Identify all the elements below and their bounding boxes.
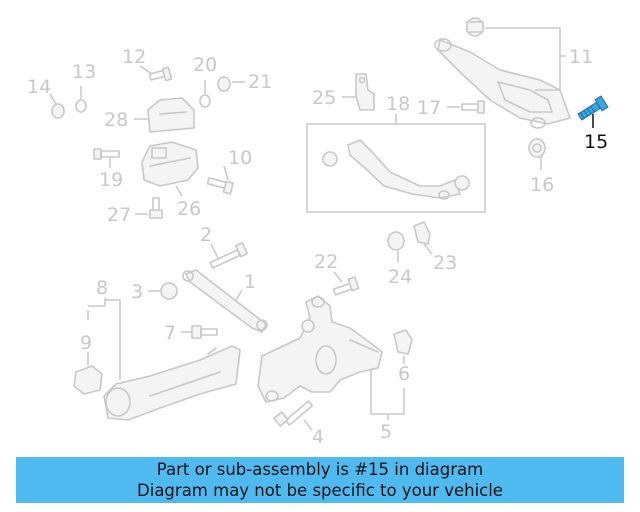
part-label-16: 16 xyxy=(530,174,554,196)
part-label-20: 20 xyxy=(193,54,217,76)
nut-14-part xyxy=(51,103,65,119)
part-label-13: 13 xyxy=(72,61,96,83)
bushing-6-part xyxy=(393,329,413,355)
part-label-8: 8 xyxy=(96,277,108,299)
part-label-24: 24 xyxy=(388,266,412,288)
part-label-3: 3 xyxy=(131,281,143,303)
trailing-arm-8-part xyxy=(103,345,241,421)
part-label-25: 25 xyxy=(312,87,336,109)
part-label-12: 12 xyxy=(122,46,146,68)
part-18-box xyxy=(306,123,486,213)
part-label-27: 27 xyxy=(107,204,131,226)
part-label-2: 2 xyxy=(200,224,212,246)
nut-21-part xyxy=(217,76,231,92)
part-label-1: 1 xyxy=(244,271,256,293)
part-label-22: 22 xyxy=(314,251,338,273)
bolt-19-part xyxy=(93,148,120,160)
part-label-6: 6 xyxy=(398,363,410,385)
bolt-17-part xyxy=(461,100,485,114)
mount-26-part xyxy=(141,141,199,187)
washer-13-part xyxy=(75,99,87,113)
bolt-15-part xyxy=(577,95,609,121)
part-label-5: 5 xyxy=(380,421,392,443)
washer-20-part xyxy=(199,94,211,108)
bolt-22-part xyxy=(332,276,360,296)
knuckle-part xyxy=(257,295,383,403)
part-label-9: 9 xyxy=(80,332,92,354)
part-label-7: 7 xyxy=(164,322,176,344)
part-label-28: 28 xyxy=(104,109,128,131)
nut-16-part xyxy=(528,138,546,158)
bolt-2-part xyxy=(209,242,248,269)
upper-arm-18-part xyxy=(322,139,470,200)
bolt-10-part xyxy=(206,176,234,195)
info-banner: Part or sub-assembly is #15 in diagram D… xyxy=(16,457,624,503)
bolt-12-part xyxy=(148,66,173,82)
bracket-25-part xyxy=(355,73,375,111)
part-label-11: 11 xyxy=(569,46,593,68)
bolt-27-part xyxy=(149,197,163,219)
parts-diagram: 11 15 16 17 18 25 xyxy=(27,17,609,448)
nut-24-part xyxy=(387,231,405,251)
nut-3-part xyxy=(160,282,178,300)
part-label-21: 21 xyxy=(248,71,272,93)
part-label-15: 15 xyxy=(584,131,608,153)
part-label-23: 23 xyxy=(433,252,457,274)
part-label-4: 4 xyxy=(312,426,324,448)
bushing-9-part xyxy=(73,365,103,395)
link-arm-1-part xyxy=(182,269,268,333)
clip-23-part xyxy=(413,221,431,245)
part-label-19: 19 xyxy=(99,169,123,191)
lower-control-arm-part xyxy=(434,17,571,129)
part-label-10: 10 xyxy=(228,147,252,169)
part-label-26: 26 xyxy=(177,198,201,220)
part-label-18: 18 xyxy=(386,93,410,115)
bolt-4-part xyxy=(273,400,314,427)
part-label-17: 17 xyxy=(417,97,441,119)
part-label-14: 14 xyxy=(27,76,51,98)
mount-28-part xyxy=(147,97,195,133)
bolt-7-part xyxy=(191,325,218,339)
banner-line-disclaimer: Diagram may not be specific to your vehi… xyxy=(137,481,503,500)
banner-line-part-number: Part or sub-assembly is #15 in diagram xyxy=(156,460,484,479)
